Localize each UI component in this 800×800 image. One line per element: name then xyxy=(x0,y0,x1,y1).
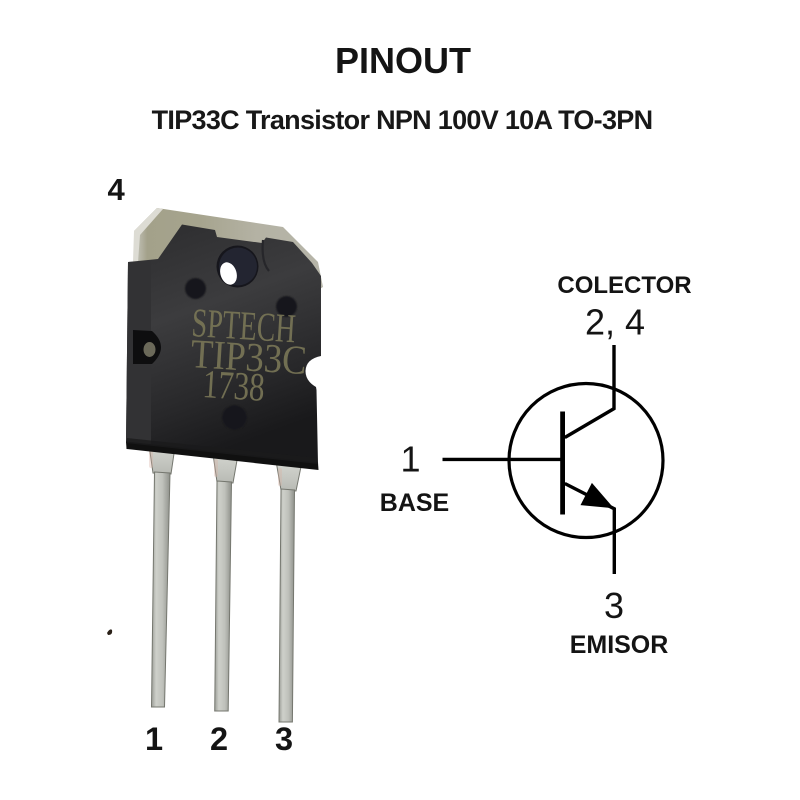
svg-text:1: 1 xyxy=(400,439,420,480)
svg-text:3: 3 xyxy=(604,585,624,626)
svg-text:TIP33C: TIP33C xyxy=(189,330,308,383)
svg-text:EMISOR: EMISOR xyxy=(570,631,669,659)
svg-text:COLECTOR: COLECTOR xyxy=(557,272,691,299)
svg-text:1738: 1738 xyxy=(201,361,266,410)
svg-text:SPTECH: SPTECH xyxy=(190,299,297,351)
svg-text:2, 4: 2, 4 xyxy=(585,302,645,343)
svg-text:BASE: BASE xyxy=(380,489,449,517)
